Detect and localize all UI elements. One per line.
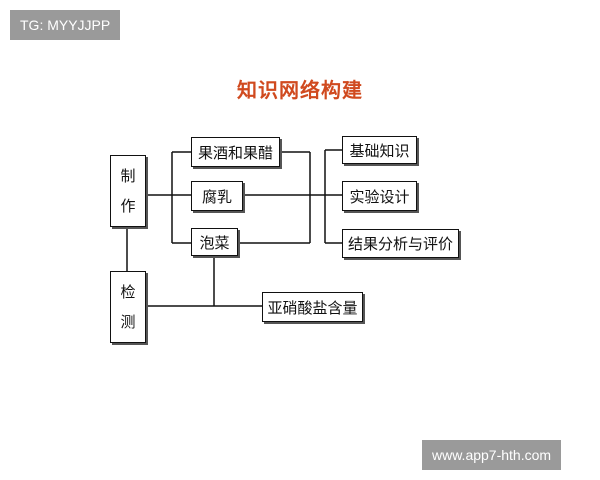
node-make: 制 作 — [110, 155, 146, 227]
node-result-analysis: 结果分析与评价 — [342, 229, 459, 258]
node-pickle: 泡菜 — [191, 228, 238, 256]
node-test-char-1: 检 — [120, 283, 136, 301]
watermark-top-left: TG: MYYJJPP — [10, 10, 121, 40]
node-sufu: 腐乳 — [191, 181, 243, 211]
node-test: 检 测 — [110, 271, 146, 343]
diagram-title: 知识网络构建 — [237, 78, 363, 102]
node-nitrite: 亚硝酸盐含量 — [262, 292, 363, 322]
node-make-char-1: 制 — [120, 167, 136, 185]
watermark-bottom-right: www.app7-hth.com — [422, 440, 562, 470]
node-make-char-2: 作 — [120, 197, 136, 215]
node-experiment-design: 实验设计 — [342, 181, 417, 211]
node-basic-knowledge: 基础知识 — [342, 136, 417, 164]
node-test-char-2: 测 — [120, 313, 136, 331]
node-wine-vinegar: 果酒和果醋 — [191, 137, 280, 167]
